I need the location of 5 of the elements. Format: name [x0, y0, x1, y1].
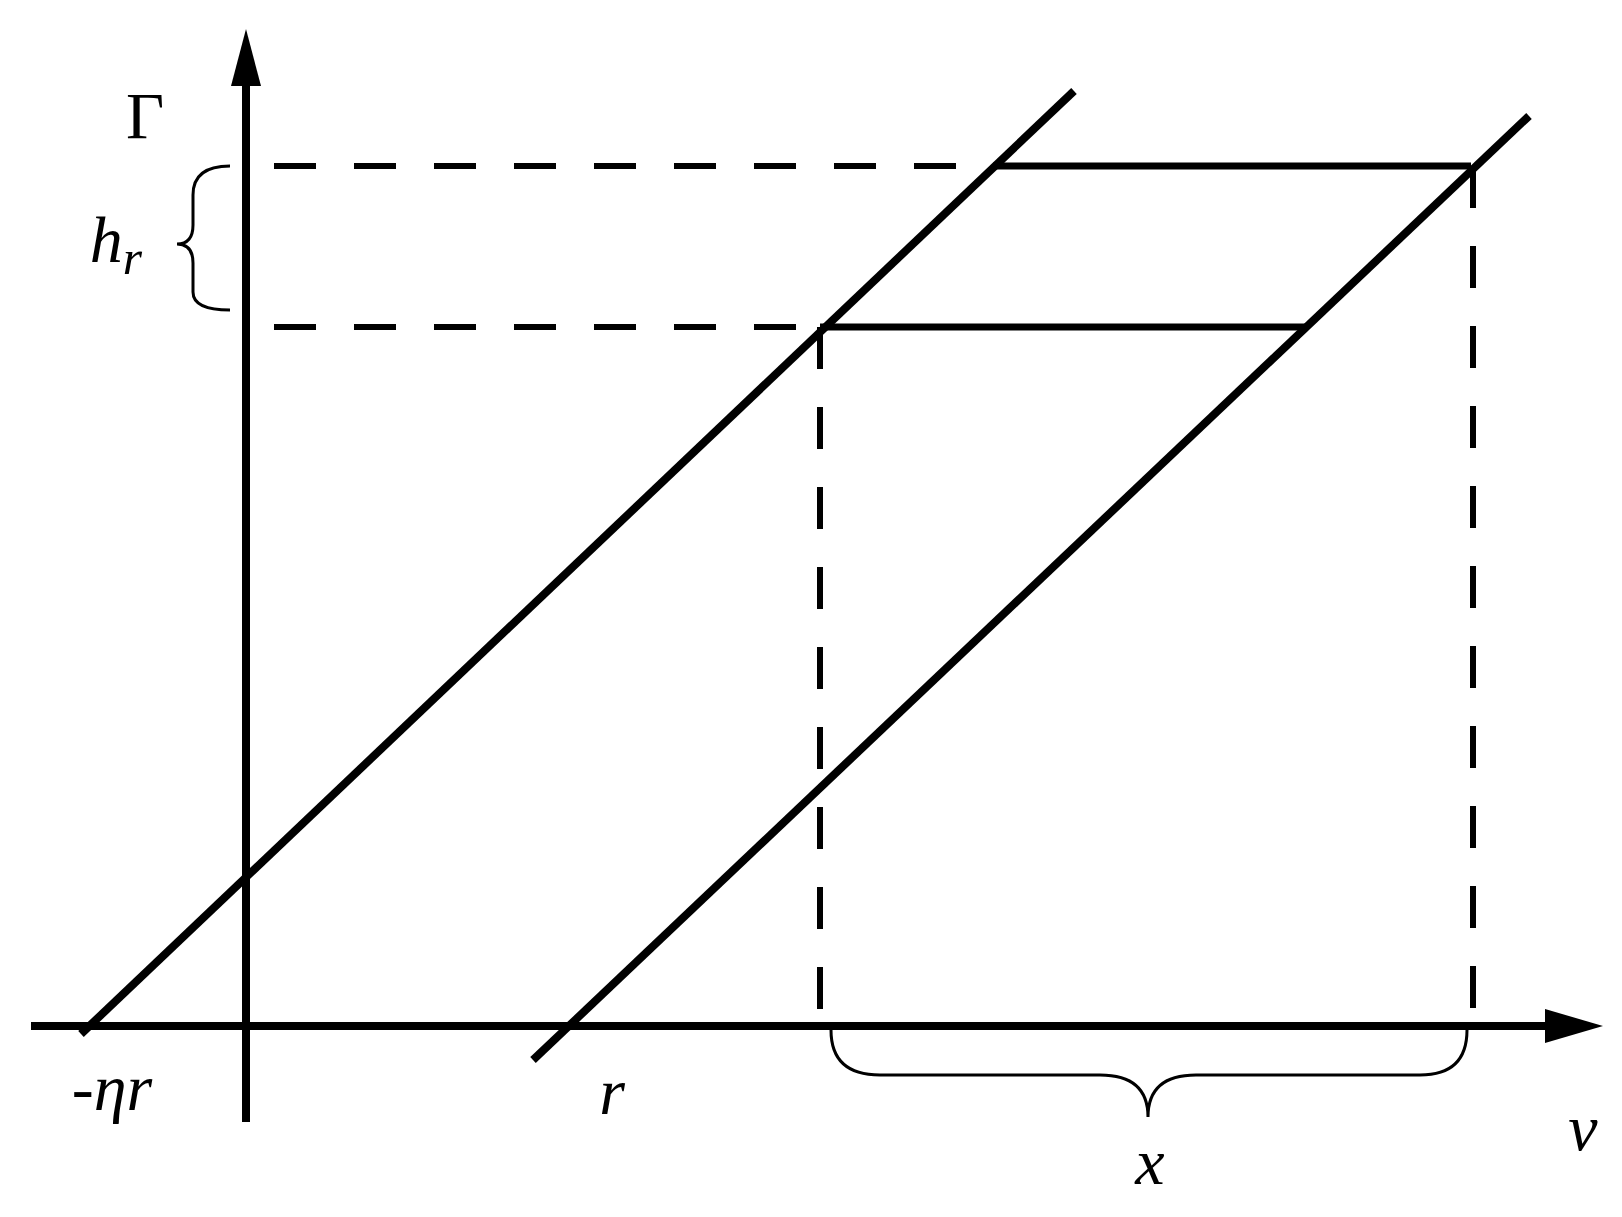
axis-label: Γ — [125, 83, 165, 149]
tick-label: r — [599, 1059, 625, 1125]
axis-label: v — [1568, 1095, 1598, 1161]
brace-label: h$_{r}$ — [89, 207, 143, 273]
brace-label: x — [1135, 1129, 1165, 1195]
